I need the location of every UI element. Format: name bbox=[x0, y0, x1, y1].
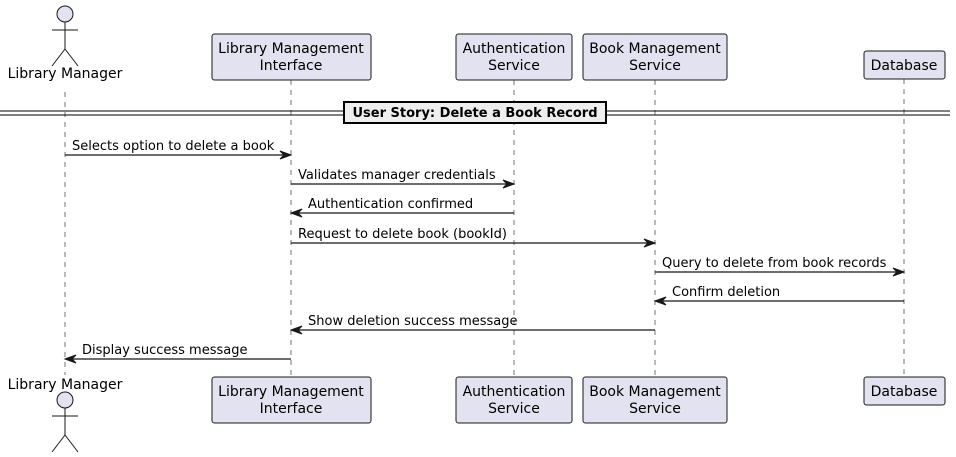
actor-icon bbox=[51, 5, 79, 67]
participant-label: Book Management bbox=[589, 384, 721, 400]
message-5: Query to delete from book records bbox=[655, 256, 906, 277]
arrowhead-icon bbox=[643, 238, 657, 248]
participant-label: Library Management bbox=[218, 384, 364, 400]
message-label: Display success message bbox=[82, 343, 247, 358]
divider-box bbox=[343, 101, 607, 124]
arrowhead-icon bbox=[502, 179, 516, 189]
arrowhead-icon bbox=[892, 267, 906, 277]
message-8: Display success message bbox=[63, 343, 291, 364]
participant-box bbox=[211, 376, 372, 424]
participant-box bbox=[455, 376, 573, 424]
participant-label: Service bbox=[629, 401, 681, 417]
participant-db-bottom: Database bbox=[863, 376, 946, 406]
participant-label: Service bbox=[488, 401, 540, 417]
message-label: Show deletion success message bbox=[308, 314, 518, 329]
participant-label: Authentication bbox=[463, 384, 566, 400]
participant-label: Service bbox=[629, 58, 681, 74]
participant-box bbox=[863, 376, 946, 406]
message-label: Authentication confirmed bbox=[308, 197, 473, 212]
arrowhead-icon bbox=[289, 208, 303, 218]
participant-box bbox=[863, 50, 946, 80]
participant-box bbox=[582, 33, 728, 81]
message-label: Selects option to delete a book bbox=[72, 139, 275, 154]
participant-manager-bottom: Library Manager bbox=[8, 377, 123, 453]
participant-box bbox=[582, 376, 728, 424]
participant-label: Authentication bbox=[463, 41, 566, 57]
arrowhead-icon bbox=[279, 150, 293, 160]
participant-label: Database bbox=[871, 384, 938, 400]
participant-label: Service bbox=[488, 58, 540, 74]
message-7: Show deletion success message bbox=[289, 314, 655, 335]
message-4: Request to delete book (bookId) bbox=[291, 227, 657, 248]
message-1: Selects option to delete a book bbox=[65, 139, 293, 160]
participant-label: Library Management bbox=[218, 41, 364, 57]
message-label: Request to delete book (bookId) bbox=[298, 227, 507, 242]
arrowhead-icon bbox=[653, 296, 667, 306]
story-divider: User Story: Delete a Book Record bbox=[0, 101, 950, 124]
message-label: Validates manager credentials bbox=[298, 168, 496, 183]
actor-icon bbox=[51, 391, 79, 453]
participant-db-top: Database bbox=[863, 50, 946, 80]
arrowhead-icon bbox=[63, 354, 77, 364]
participant-box bbox=[455, 33, 573, 81]
actor-label-bottom: Library Manager bbox=[8, 377, 123, 393]
participant-label: Database bbox=[871, 58, 938, 74]
participant-box bbox=[211, 33, 372, 81]
participant-label: Interface bbox=[260, 58, 323, 74]
message-label: Confirm deletion bbox=[672, 285, 780, 300]
arrowhead-icon bbox=[289, 325, 303, 335]
message-label: Query to delete from book records bbox=[662, 256, 887, 271]
divider-title: User Story: Delete a Book Record bbox=[352, 106, 597, 121]
participant-label: Book Management bbox=[589, 41, 721, 57]
message-6: Confirm deletion bbox=[653, 285, 904, 306]
participant-label: Interface bbox=[260, 401, 323, 417]
message-2: Validates manager credentials bbox=[291, 168, 516, 189]
actor-label-top: Library Manager bbox=[8, 66, 123, 82]
participant-manager-top: Library Manager bbox=[8, 5, 123, 82]
message-3: Authentication confirmed bbox=[289, 197, 514, 218]
